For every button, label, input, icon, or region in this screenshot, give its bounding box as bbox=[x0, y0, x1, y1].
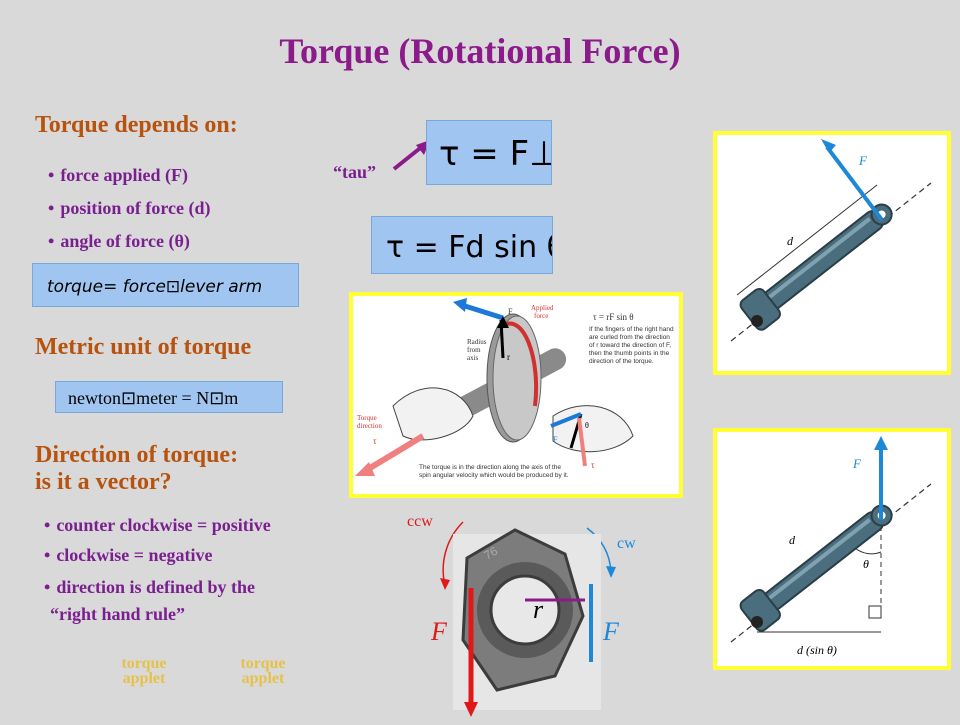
svg-text:direction: direction bbox=[357, 422, 382, 430]
hand-label-tau2: τ bbox=[591, 460, 595, 470]
depends-heading: Torque depends on: bbox=[35, 112, 238, 138]
equation-sin: τ = Fd sin θ bbox=[386, 230, 552, 265]
hand-label-tau: τ bbox=[373, 436, 377, 446]
page-title: Torque (Rotational Force) bbox=[279, 31, 681, 71]
svg-text:axis: axis bbox=[467, 354, 479, 362]
depends-item-force: •force applied (F) bbox=[48, 165, 188, 185]
wrench1-label-f: F bbox=[858, 153, 868, 168]
equation-sin-box: τ = Fd sin θ bbox=[371, 216, 565, 274]
direction-item-cw: •clockwise = negative bbox=[44, 545, 213, 565]
direction-item-rule-cont: “right hand rule” bbox=[50, 604, 186, 624]
nut-label-r: r bbox=[533, 595, 544, 624]
tau-label: “tau” bbox=[333, 162, 377, 182]
left-hand bbox=[392, 387, 474, 441]
wrench2-label-f: F bbox=[852, 456, 862, 471]
hand-right-text: If the fingers of the right hand are cur… bbox=[589, 326, 674, 365]
lever-equation-box: torque= force⊡lever arm bbox=[32, 263, 299, 307]
unit-equation-box: newton⊡meter = N⊡m bbox=[55, 381, 283, 413]
nut-label-f-right: F bbox=[602, 617, 620, 646]
nut-marking: 76 bbox=[482, 544, 501, 563]
hand-label-f2: F bbox=[553, 435, 558, 444]
svg-text:force: force bbox=[534, 312, 548, 320]
hand-label-radius: Radius bbox=[467, 338, 487, 346]
hand-label-r: r bbox=[507, 352, 510, 362]
equation-perp: τ = F⊥d bbox=[439, 134, 551, 174]
right-hand bbox=[552, 405, 634, 453]
direction-item-ccw: •counter clockwise = positive bbox=[44, 515, 271, 535]
hand-label-applied-force: Applied bbox=[531, 304, 554, 312]
wrench2-label-theta: θ bbox=[863, 557, 869, 571]
hand-label-theta: θ bbox=[585, 421, 589, 430]
direction-heading: Direction of torque: is it a vector? bbox=[35, 442, 239, 495]
direction-item-rule: •direction is defined by the bbox=[44, 577, 255, 597]
wrench-figure-2: F d θ d (sin θ) bbox=[713, 428, 951, 670]
hand-formula: τ = rF sin θ bbox=[593, 312, 634, 322]
ccw-label: ccw bbox=[407, 513, 433, 530]
wrench-1 bbox=[739, 203, 893, 331]
wrench-figure-1: F d bbox=[713, 131, 951, 375]
lever-equation: torque= force⊡lever arm bbox=[47, 277, 262, 297]
hand-bottom-text: The torque is in the direction along the… bbox=[419, 464, 569, 479]
wrench-2 bbox=[739, 504, 893, 632]
wrench1-label-d: d bbox=[787, 234, 794, 248]
nut-label-f-left: F bbox=[430, 617, 448, 646]
svg-text:from: from bbox=[467, 346, 481, 354]
cw-label: cw bbox=[617, 535, 636, 552]
depends-item-angle: •angle of force (θ) bbox=[48, 231, 190, 251]
hand-label-torque-direction: Torque bbox=[357, 414, 377, 422]
nut-figure: 76 r ccw cw F F bbox=[405, 510, 655, 720]
right-hand-rule-figure: F Applied force Radius from axis r τ = r… bbox=[349, 292, 683, 498]
hand-label-f: F bbox=[508, 307, 513, 316]
metric-heading: Metric unit of torque bbox=[35, 334, 252, 360]
equation-perp-box: τ = F⊥d bbox=[426, 120, 580, 185]
depends-item-position: •position of force (d) bbox=[48, 198, 211, 218]
wrench2-label-d: d bbox=[789, 533, 796, 547]
wrench2-label-dsin: d (sin θ) bbox=[797, 643, 837, 657]
unit-equation: newton⊡meter = N⊡m bbox=[68, 388, 238, 408]
